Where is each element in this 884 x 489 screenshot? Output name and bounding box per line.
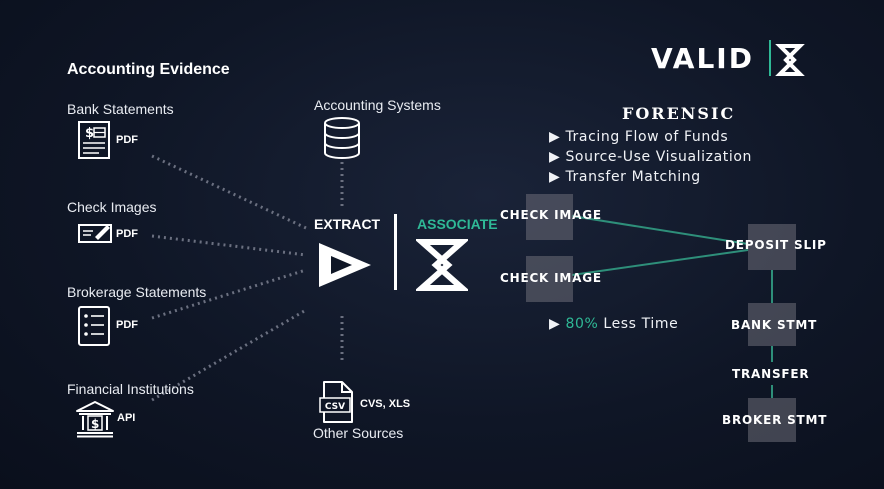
deposit-slip-box [748, 224, 796, 270]
flow-line-check2-deposit [571, 249, 749, 276]
forensic-stat: ▶ 80% Less Time [549, 316, 678, 332]
svg-text:$: $ [91, 417, 99, 431]
associate-label: ASSOCIATE [417, 216, 498, 232]
check-image-2-box [526, 256, 573, 302]
deposit-slip-label: DEPOSIT SLIP [725, 238, 827, 252]
csv-file-icon: CSV [319, 381, 353, 423]
check-image-1-box [526, 194, 573, 240]
source-label-brokerage: Brokerage Statements [67, 284, 207, 300]
bullet-arrow-icon: ▶ [549, 129, 561, 145]
check-icon [78, 224, 112, 243]
source-format-check: PDF [116, 228, 138, 240]
source-format-institutions: API [117, 412, 136, 424]
accounting-evidence-title: Accounting Evidence [67, 61, 230, 78]
accounting-systems-label: Accounting Systems [314, 97, 441, 113]
brand-logo: VALID [651, 40, 811, 80]
forensic-bullet-3: ▶ Transfer Matching [549, 169, 701, 185]
dotted-line-bank [151, 154, 307, 230]
flow-line-check1-deposit [571, 215, 749, 245]
bullet-arrow-icon: ▶ [549, 316, 561, 332]
forensic-bullet-2-text: Source-Use Visualization [565, 149, 753, 165]
transfer-label: TRANSFER [732, 367, 810, 381]
source-format-brokerage: PDF [116, 319, 138, 331]
check-image-2-label: CHECK IMAGE [500, 271, 602, 285]
valid8-logo-icon [775, 44, 805, 76]
bullet-arrow-icon: ▶ [549, 169, 561, 185]
extract-label: EXTRACT [314, 216, 381, 232]
extract-associate-divider [394, 214, 397, 290]
associate-bowtie-icon [416, 239, 468, 291]
checklist-doc-icon [78, 306, 110, 346]
forensic-bullet-1-text: Tracing Flow of Funds [565, 129, 729, 145]
bank-statement-icon: $ [78, 121, 110, 159]
brand-logo-text: VALID [651, 42, 754, 75]
brand-logo-divider [769, 40, 771, 76]
bank-stmt-box [748, 303, 796, 346]
source-label-institutions: Financial Institutions [67, 381, 194, 397]
broker-stmt-label: BROKER STMT [722, 413, 828, 427]
forensic-stat-value: 80% [565, 316, 599, 332]
bank-building-icon: $ [76, 401, 114, 438]
forensic-title: FORENSIC [622, 104, 736, 123]
svg-text:$: $ [85, 126, 94, 141]
source-label-check: Check Images [67, 199, 157, 215]
source-format-bank: PDF [116, 134, 138, 146]
other-sources-label: Other Sources [313, 425, 404, 441]
bullet-arrow-icon: ▶ [549, 149, 561, 165]
forensic-bullet-1: ▶ Tracing Flow of Funds [549, 129, 728, 145]
broker-stmt-box [748, 398, 796, 442]
database-icon [324, 117, 360, 159]
forensic-stat-text: Less Time [598, 316, 679, 332]
forensic-bullet-2: ▶ Source-Use Visualization [549, 149, 752, 165]
forensic-bullet-3-text: Transfer Matching [565, 169, 701, 185]
dotted-line-check [151, 234, 307, 257]
check-image-1-label: CHECK IMAGE [500, 208, 602, 222]
csv-badge-text: CSV [325, 402, 345, 412]
bank-stmt-label: BANK STMT [731, 318, 818, 332]
source-label-bank: Bank Statements [67, 101, 174, 117]
other-sources-format: CVS, XLS [360, 398, 411, 410]
extract-play-icon [319, 243, 371, 287]
